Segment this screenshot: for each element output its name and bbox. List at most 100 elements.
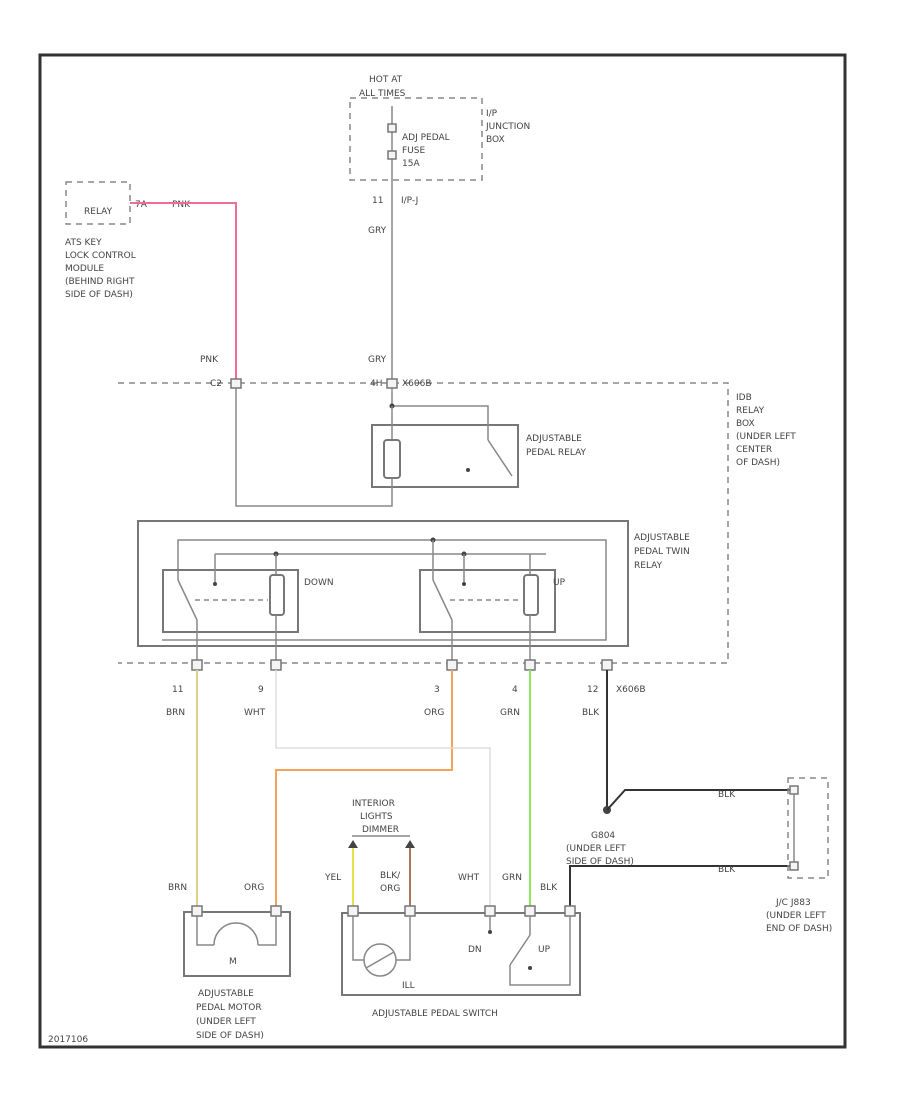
wht-label: WHT [244, 708, 266, 718]
blk-ground-wire [606, 789, 795, 811]
fuse-name: ADJ PEDAL [402, 133, 450, 143]
twin-relay-name-3: RELAY [634, 561, 663, 571]
ip-junction-box: HOT AT ALL TIMES ADJ PEDAL FUSE 15A I/P … [349, 75, 530, 206]
switch-blade [509, 934, 531, 966]
ground-location-1: (UNDER LEFT [566, 844, 626, 854]
connector-pin-12 [601, 659, 613, 671]
junction-box-outline [349, 97, 483, 181]
connector-pin-3 [446, 659, 458, 671]
relay-control-wire [235, 388, 393, 507]
motor-name-3: (UNDER LEFT [196, 1017, 256, 1027]
fuse-label: FUSE [402, 146, 425, 156]
ill-label: ILL [402, 981, 415, 991]
switch-blk-label: BLK [540, 883, 558, 893]
twin-relay-name-2: PEDAL TWIN [634, 547, 690, 557]
ats-key-lock-module: RELAY 7A PNK ATS KEY LOCK CONTROL MODULE… [65, 181, 191, 300]
idb-relay-box-label: IDB RELAY BOX (UNDER LEFT CENTER OF DASH… [736, 393, 796, 468]
blk-ground-wire-2 [569, 865, 795, 910]
module-name-2: LOCK CONTROL [65, 251, 136, 261]
connector-pin-11 [191, 659, 203, 671]
switch-name: ADJUSTABLE PEDAL SWITCH [372, 1009, 498, 1019]
motor-m-label: M [229, 957, 237, 967]
pin-4-label: 4 [512, 685, 518, 695]
down-relay [162, 569, 299, 633]
pnk-mid-label: PNK [200, 355, 219, 365]
motor-org-label: ORG [244, 883, 264, 893]
diagram-code: 2017106 [48, 1035, 88, 1045]
blk-org-label-2: ORG [380, 884, 400, 894]
jc-j883: J/C J883 (UNDER LEFT END OF DASH) [766, 777, 832, 934]
switch-wht-label: WHT [458, 873, 480, 883]
diagram-frame [38, 53, 847, 1049]
motor-name-4: SIDE OF DASH) [196, 1031, 264, 1041]
brn-label: BRN [166, 708, 185, 718]
pin-3-label: 3 [434, 685, 440, 695]
adjustable-pedal-switch: DN UP ILL ADJUSTABLE PEDAL SWITCH [341, 905, 581, 1019]
twin-relay-outline [137, 520, 629, 647]
adjustable-pedal-relay: ADJUSTABLE PEDAL RELAY [371, 388, 587, 500]
switch-outline [341, 912, 581, 996]
relay-box-line-5: CENTER [736, 445, 772, 455]
pin-11-label: 11 [172, 685, 183, 695]
lights-name-2: LIGHTS [360, 812, 393, 822]
connector-pin-4 [524, 659, 536, 671]
down-label: DOWN [304, 578, 334, 588]
jc-name-1: J/C J883 [775, 898, 811, 908]
pedal-relay-outline [371, 424, 519, 488]
up-label: UP [553, 578, 566, 588]
pnk-wire [130, 202, 237, 384]
pedal-relay-name-1: ADJUSTABLE [526, 434, 582, 444]
relay-box-line-4: (UNDER LEFT [736, 432, 796, 442]
grn-label: GRN [500, 708, 520, 718]
up-relay [419, 569, 556, 633]
gry-mid-label: GRY [368, 355, 387, 365]
interior-lights-dimmer: INTERIOR LIGHTS DIMMER YEL BLK/ ORG WHT … [324, 799, 558, 910]
wht-wire [275, 670, 491, 910]
module-name-3: MODULE [65, 264, 104, 274]
blk-label: BLK [582, 708, 600, 718]
relay-box-line-6: OF DASH) [736, 458, 780, 468]
all-times-label: ALL TIMES [359, 89, 406, 99]
jc-name-3: END OF DASH) [766, 924, 832, 934]
yel-label: YEL [324, 873, 341, 883]
pin-9-label: 9 [258, 685, 264, 695]
connector-c2 [230, 378, 242, 389]
relay-box-line-1: IDB [736, 393, 752, 403]
hot-at-label: HOT AT [369, 75, 403, 85]
pin-12-label: 12 [587, 685, 598, 695]
relay-box-line-3: BOX [736, 419, 755, 429]
switch-grn-label: GRN [502, 873, 522, 883]
relay-box-line-2: RELAY [736, 406, 765, 416]
junction-box-name-3: BOX [486, 135, 505, 145]
motor-brn-label: BRN [168, 883, 187, 893]
connector-4h [386, 378, 398, 389]
fuse-rating: 15A [402, 159, 420, 169]
blk-lower-label: BLK [718, 865, 736, 875]
blk-right-label: BLK [718, 790, 736, 800]
jc-name-2: (UNDER LEFT [766, 911, 826, 921]
pin-c2-label: C2 [210, 379, 222, 389]
module-name-1: ATS KEY [65, 238, 102, 248]
lights-name-1: INTERIOR [352, 799, 395, 809]
pnk-top-label: PNK [172, 200, 191, 210]
connector-mid-label: X606B [402, 379, 432, 389]
module-pin: 7A [135, 200, 148, 210]
motor-outline [183, 911, 291, 977]
lights-name-3: DIMMER [362, 825, 399, 835]
module-name-5: SIDE OF DASH) [65, 290, 133, 300]
relay-label: RELAY [84, 207, 113, 217]
adjustable-pedal-twin-relay: DOWN UP ADJUSTABLE PEDAL TWIN RELAY [137, 520, 690, 665]
blk-org-label-1: BLK/ [380, 871, 401, 881]
pedal-relay-name-2: PEDAL RELAY [526, 448, 587, 458]
org-wire [275, 670, 453, 910]
motor-name-2: PEDAL MOTOR [196, 1003, 262, 1013]
twin-relay-name-1: ADJUSTABLE [634, 533, 690, 543]
idb-relay-box-outline [118, 382, 729, 664]
org-label: ORG [424, 708, 444, 718]
pin-4h-label: 4H [370, 379, 383, 389]
module-name-4: (BEHIND RIGHT [65, 277, 135, 287]
pedal-relay-switch [487, 439, 513, 477]
down-relay-coil [269, 574, 285, 616]
up-relay-coil [523, 574, 539, 616]
